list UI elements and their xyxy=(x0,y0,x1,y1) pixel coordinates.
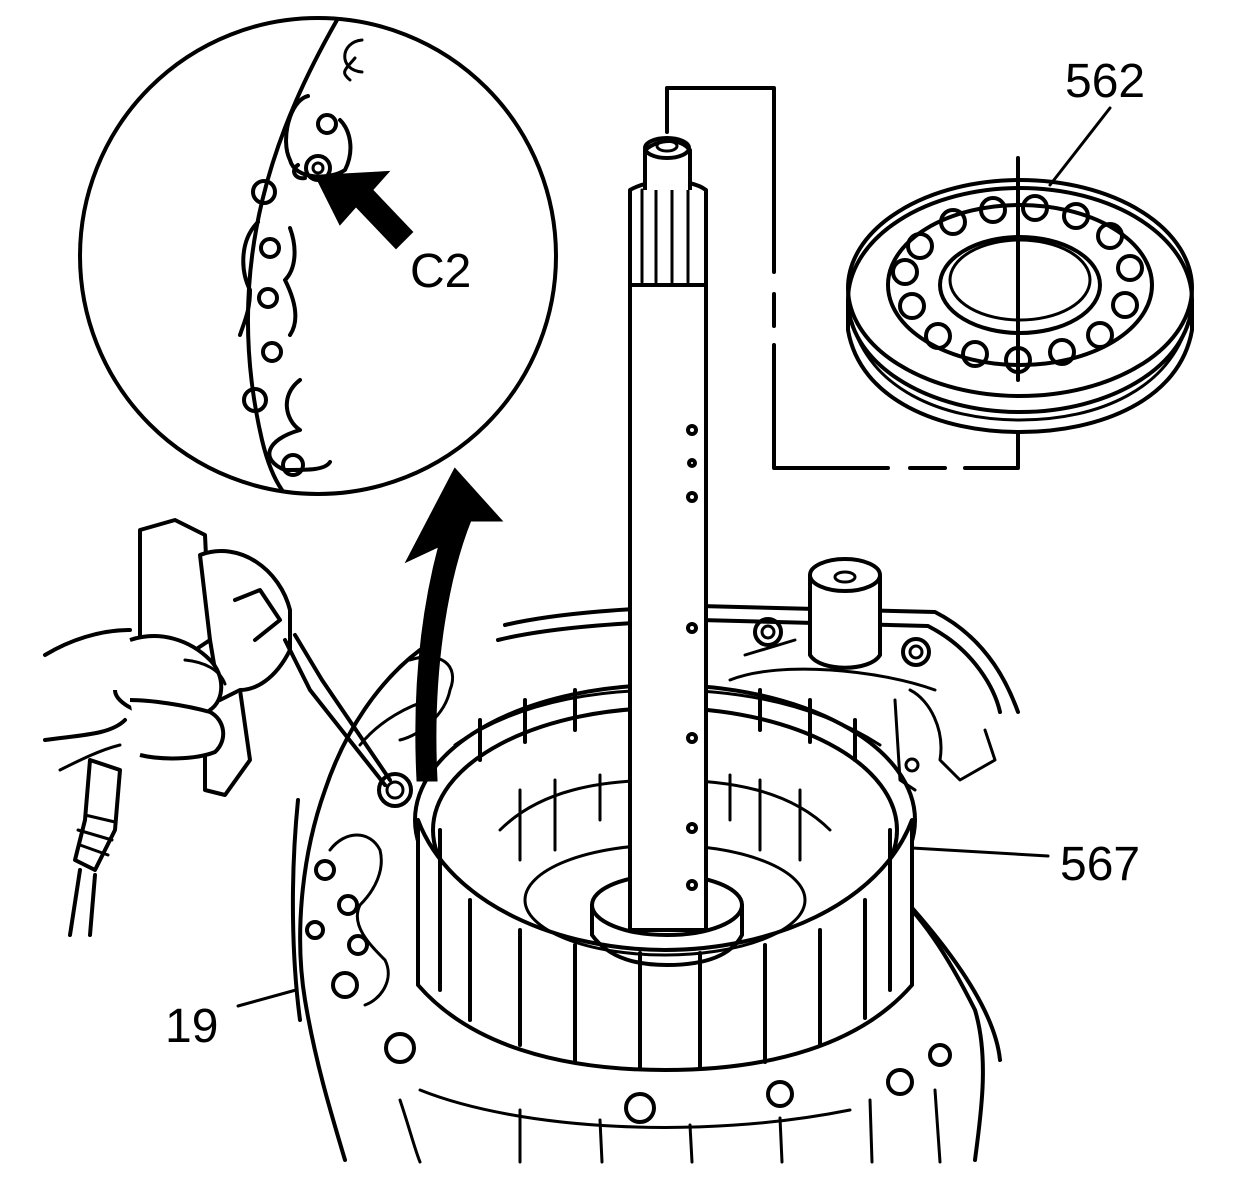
detail-arrow xyxy=(404,467,504,782)
bearing-rollers xyxy=(891,194,1144,374)
c2-arrow xyxy=(314,170,414,250)
input-shaft xyxy=(628,136,708,932)
air-nozzle-tool xyxy=(68,518,392,937)
clutch-housing xyxy=(413,683,917,1072)
callout-562: 562 xyxy=(1065,55,1145,108)
leader-lines xyxy=(236,106,1112,1008)
detail-magnifier xyxy=(78,16,558,496)
transmission-case xyxy=(290,604,1020,1164)
callout-567: 567 xyxy=(1060,838,1140,891)
seal-assembly xyxy=(846,156,1194,434)
accumulator-area xyxy=(728,557,997,792)
callout-c2: C2 xyxy=(410,245,471,298)
assembly-bracket xyxy=(665,86,1020,470)
callout-19: 19 xyxy=(165,1000,218,1053)
hand xyxy=(43,628,227,772)
case-passages xyxy=(305,655,455,1007)
